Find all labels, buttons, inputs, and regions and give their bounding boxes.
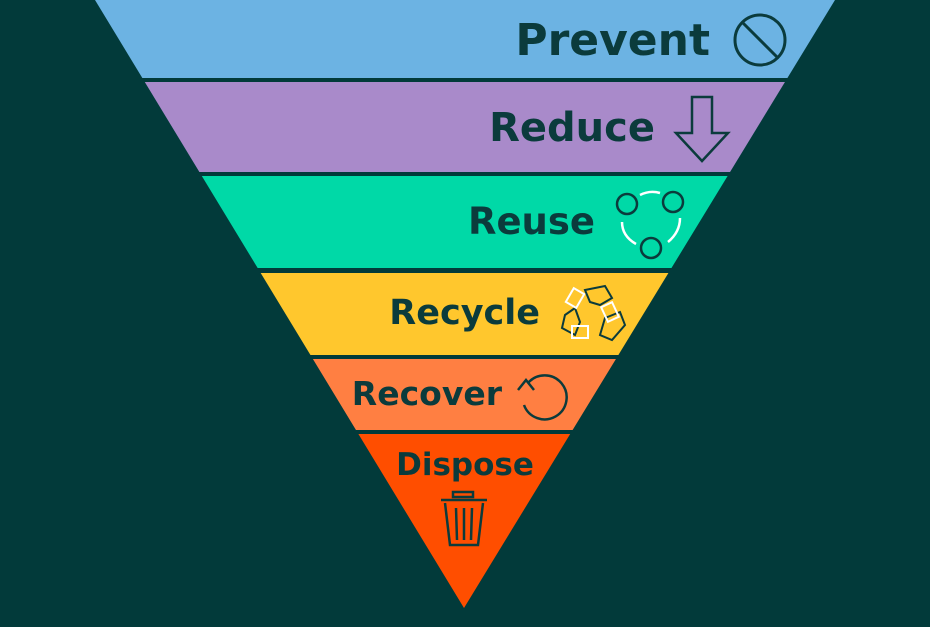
level-label-recover: Recover <box>352 374 503 413</box>
prohibited-icon <box>733 13 787 67</box>
level-label-prevent: Prevent <box>515 15 710 66</box>
level-label-reuse: Reuse <box>468 200 595 243</box>
band-recycle <box>260 273 669 355</box>
reuse-cycle-icon <box>615 190 685 260</box>
level-label-dispose: Dispose <box>396 447 534 483</box>
band-reuse <box>201 176 728 268</box>
level-label-recycle: Recycle <box>389 293 540 333</box>
recover-loop-icon <box>517 374 568 421</box>
recycle-icon <box>560 284 627 342</box>
down-arrow-icon <box>673 95 731 163</box>
trash-bin-icon <box>441 490 487 547</box>
band-prevent <box>95 0 835 78</box>
level-label-reduce: Reduce <box>489 105 655 151</box>
band-reduce <box>144 82 785 172</box>
